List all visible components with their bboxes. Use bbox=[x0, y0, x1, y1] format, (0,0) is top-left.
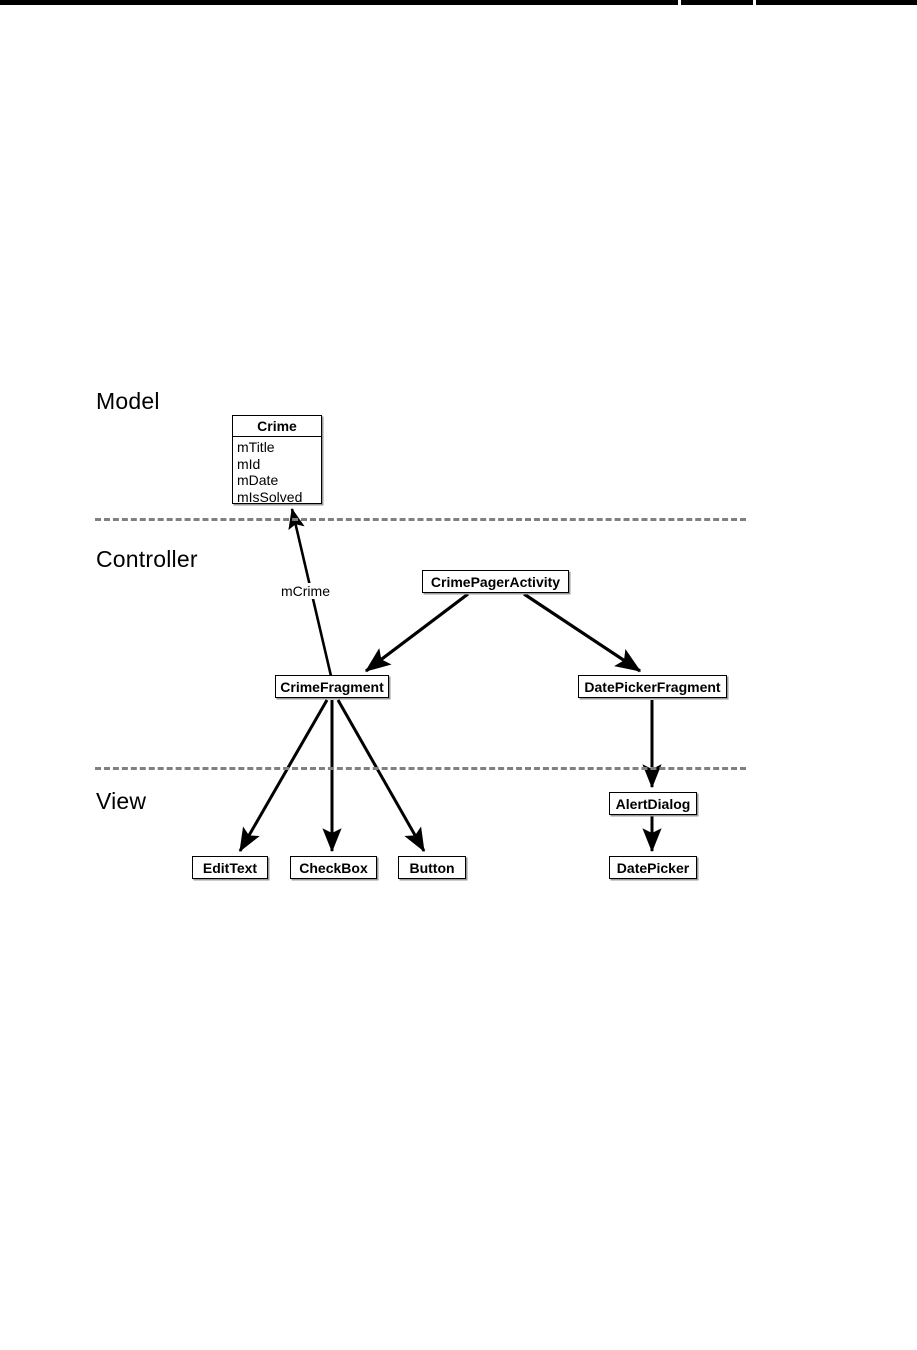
node-check-box[interactable]: CheckBox bbox=[290, 856, 377, 879]
edge-crimepageractivity-to-crimefragment bbox=[364, 592, 469, 673]
node-label-alert-dialog: AlertDialog bbox=[615, 795, 691, 812]
node-label-check-box: CheckBox bbox=[299, 859, 368, 876]
node-label-crime-fragment: CrimeFragment bbox=[280, 678, 384, 695]
page-top-rule-right bbox=[756, 0, 917, 5]
node-crime-fragment[interactable]: CrimeFragment bbox=[275, 675, 389, 698]
node-button[interactable]: Button bbox=[398, 856, 466, 879]
node-alert-dialog[interactable]: AlertDialog bbox=[609, 792, 697, 815]
class-box-crime-fields: mTitle mId mDate mIsSolved bbox=[233, 437, 321, 507]
class-field-mtitle: mTitle bbox=[237, 439, 275, 455]
divider-controller-view bbox=[95, 767, 746, 770]
layer-caption-model: Model bbox=[96, 388, 160, 414]
node-date-picker-fragment[interactable]: DatePickerFragment bbox=[578, 675, 727, 698]
node-crime-pager-activity[interactable]: CrimePagerActivity bbox=[422, 570, 569, 593]
node-label-date-picker: DatePicker bbox=[616, 859, 690, 876]
class-box-crime-title: Crime bbox=[233, 416, 321, 437]
class-field-mdate: mDate bbox=[237, 472, 279, 488]
edge-label-mcrime: mCrime bbox=[279, 583, 332, 599]
edge-crimepageractivity-to-datepickerfragment bbox=[523, 592, 642, 673]
class-field-missolved: mIsSolved bbox=[237, 488, 303, 505]
class-box-crime[interactable]: Crime mTitle mId mDate mIsSolved bbox=[232, 415, 322, 507]
page-top-rule-left bbox=[0, 0, 678, 5]
divider-model-controller bbox=[95, 518, 746, 521]
node-edit-text[interactable]: EditText bbox=[192, 856, 268, 879]
node-label-date-picker-fragment: DatePickerFragment bbox=[584, 678, 721, 695]
node-date-picker[interactable]: DatePicker bbox=[609, 856, 697, 879]
node-label-button: Button bbox=[409, 859, 455, 876]
node-label-edit-text: EditText bbox=[202, 859, 258, 876]
layer-caption-view: View bbox=[96, 788, 147, 814]
node-label-crime-pager-activity: CrimePagerActivity bbox=[430, 573, 561, 590]
layer-caption-controller: Controller bbox=[96, 546, 198, 572]
edge-crimefragment-to-edittext bbox=[238, 699, 329, 853]
page-top-rule-middle bbox=[681, 0, 753, 5]
edge-crimefragment-to-button bbox=[336, 699, 426, 853]
class-field-mid: mId bbox=[237, 455, 261, 472]
